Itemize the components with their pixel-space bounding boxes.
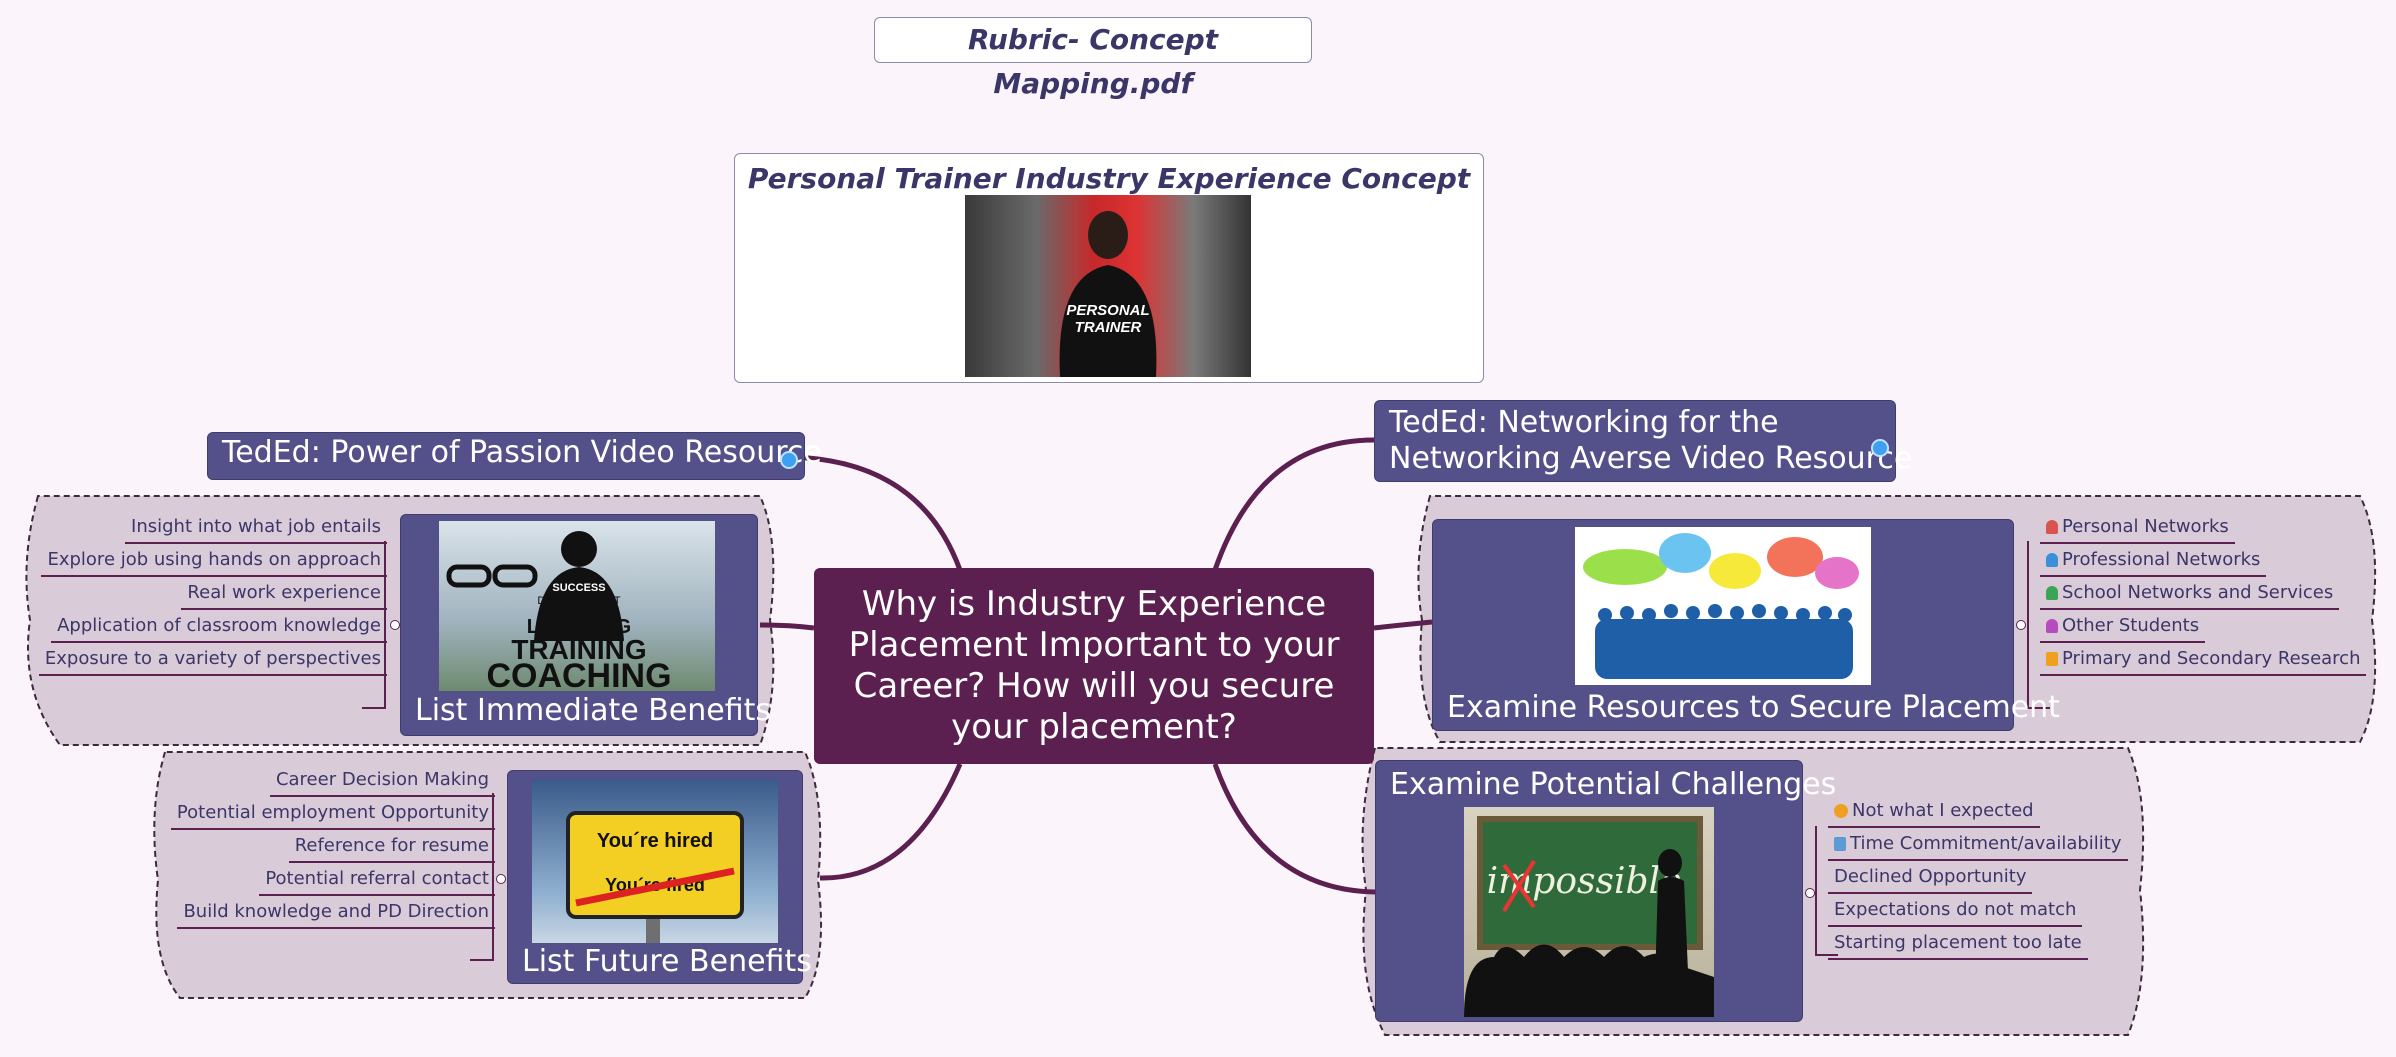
future-item[interactable]: Build knowledge and PD Direction: [177, 899, 495, 929]
svg-text:COACHING: COACHING: [486, 657, 671, 691]
impossible-chalkboard-image: impossible: [1464, 807, 1714, 1017]
resource-item-label: Primary and Secondary Research: [2062, 648, 2361, 669]
resource-item-label: Professional Networks: [2062, 549, 2261, 570]
trainer-silhouette: PERSONAL TRAINER: [1059, 211, 1157, 377]
teded-networking-link[interactable]: TedEd: Networking for the Networking Ave…: [1374, 400, 1913, 482]
hired-fired-image: You´re hired You´re fired: [532, 779, 778, 943]
warning-icon: [1834, 804, 1848, 818]
collapse-toggle[interactable]: [496, 874, 506, 884]
pdf-attachment-label: Rubric- Concept Mapping.pdf: [967, 23, 1219, 100]
person-green-icon: [2046, 586, 2058, 600]
future-item[interactable]: Potential employment Opportunity: [170, 800, 495, 830]
challenge-item[interactable]: Time Commitment/availability: [1828, 831, 2128, 861]
concept-map-title-box[interactable]: Personal Trainer Industry Experience Con…: [734, 153, 1484, 383]
svg-text:You´re hired: You´re hired: [597, 830, 713, 852]
topic-future-label: List Future Benefits: [522, 944, 812, 979]
branch-future: [819, 763, 963, 881]
resource-item[interactable]: School Networks and Services: [2040, 580, 2340, 610]
svg-text:LEARNING: LEARNING: [527, 616, 631, 638]
collapse-toggle[interactable]: [390, 620, 400, 630]
person-blue-icon: [2046, 553, 2058, 567]
immediate-item[interactable]: Application of classroom knowledge: [51, 613, 387, 643]
topic-resources-label: Examine Resources to Secure Placement: [1447, 690, 2060, 725]
svg-text:SUCCESS: SUCCESS: [552, 582, 605, 594]
person-red-icon: [2046, 520, 2058, 534]
person-purple-icon: [2046, 619, 2058, 633]
svg-text:KNOWLEDGE: KNOWLEDGE: [540, 606, 618, 620]
clock-icon: [1834, 837, 1846, 851]
svg-text:PERSONAL: PERSONAL: [1066, 302, 1149, 319]
challenge-item-label: Time Commitment/availability: [1850, 833, 2122, 854]
resource-item-label: Other Students: [2062, 615, 2200, 636]
hired-fired-sign: You´re hired You´re fired: [566, 811, 744, 943]
coaching-image: SUCCESS DEVELOPMENT KNOWLEDGE LEARNING T…: [439, 521, 715, 691]
central-topic-label: Why is Industry Experience Placement Imp…: [848, 584, 1340, 747]
immediate-item[interactable]: Exposure to a variety of perspectives: [38, 646, 387, 676]
research-icon: [2046, 652, 2058, 666]
hyperlink-icon[interactable]: [780, 451, 798, 469]
challenge-item[interactable]: Starting placement too late: [1828, 930, 2088, 960]
topic-challenges-label: Examine Potential Challenges: [1390, 767, 1837, 802]
immediate-item[interactable]: Insight into what job entails: [125, 514, 387, 544]
resource-item[interactable]: Personal Networks: [2040, 514, 2235, 544]
teded-networking-label-2: Networking Averse Video Resource: [1389, 441, 1913, 476]
future-item[interactable]: Reference for resume: [288, 833, 495, 863]
topic-resources[interactable]: Examine Resources to Secure Placement: [1432, 519, 2060, 731]
svg-text:TRAINER: TRAINER: [1075, 319, 1142, 336]
personal-trainer-image: PERSONAL TRAINER: [965, 195, 1251, 377]
topic-immediate-benefits[interactable]: SUCCESS DEVELOPMENT KNOWLEDGE LEARNING T…: [400, 514, 771, 736]
immediate-item[interactable]: Real work experience: [181, 580, 387, 610]
branch-immediate: [759, 622, 815, 631]
branch-left-link: [789, 454, 963, 571]
teded-networking-label-1: TedEd: Networking for the: [1389, 405, 1779, 440]
hyperlink-icon[interactable]: [1871, 439, 1889, 457]
future-item[interactable]: Career Decision Making: [269, 767, 495, 797]
resource-item-label: School Networks and Services: [2062, 582, 2334, 603]
teded-passion-link[interactable]: TedEd: Power of Passion Video Resource: [207, 432, 822, 480]
challenge-item[interactable]: Declined Opportunity: [1828, 864, 2033, 894]
svg-text:TRAINING: TRAINING: [511, 634, 646, 665]
collapse-toggle[interactable]: [2016, 620, 2026, 630]
central-topic[interactable]: Why is Industry Experience Placement Imp…: [814, 568, 1374, 764]
networking-crowd-image: [1575, 527, 1871, 685]
svg-text:DEVELOPMENT: DEVELOPMENT: [537, 595, 620, 607]
branch-challenges: [1212, 763, 1376, 895]
challenge-item-label: Not what I expected: [1852, 800, 2034, 821]
branch-right-link: [1212, 437, 1375, 571]
branch-resources: [1373, 619, 1433, 631]
topic-challenges[interactable]: Examine Potential Challenges impossible: [1375, 760, 1836, 1022]
immediate-item[interactable]: Explore job using hands on approach: [41, 547, 387, 577]
collapse-toggle[interactable]: [1805, 888, 1815, 898]
resource-item[interactable]: Professional Networks: [2040, 547, 2267, 577]
svg-text:impossible: impossible: [1487, 861, 1682, 902]
challenge-item[interactable]: Expectations do not match: [1828, 897, 2083, 927]
speech-bubbles-crowd: [1583, 533, 1859, 679]
chalkboard-scene: impossible: [1464, 816, 1714, 1017]
topic-immediate-label: List Immediate Benefits: [415, 693, 772, 728]
resource-item[interactable]: Other Students: [2040, 613, 2206, 643]
coaching-word-cloud: SUCCESS DEVELOPMENT KNOWLEDGE LEARNING T…: [446, 531, 672, 691]
topic-future-benefits[interactable]: You´re hired You´re fired List Future Be…: [507, 770, 812, 984]
resource-item[interactable]: Primary and Secondary Research: [2040, 646, 2367, 676]
challenge-item[interactable]: Not what I expected: [1828, 798, 2040, 828]
pdf-attachment[interactable]: Rubric- Concept Mapping.pdf: [874, 17, 1312, 100]
future-item[interactable]: Potential referral contact: [259, 866, 495, 896]
resource-item-label: Personal Networks: [2062, 516, 2229, 537]
teded-passion-label: TedEd: Power of Passion Video Resource: [222, 435, 822, 470]
